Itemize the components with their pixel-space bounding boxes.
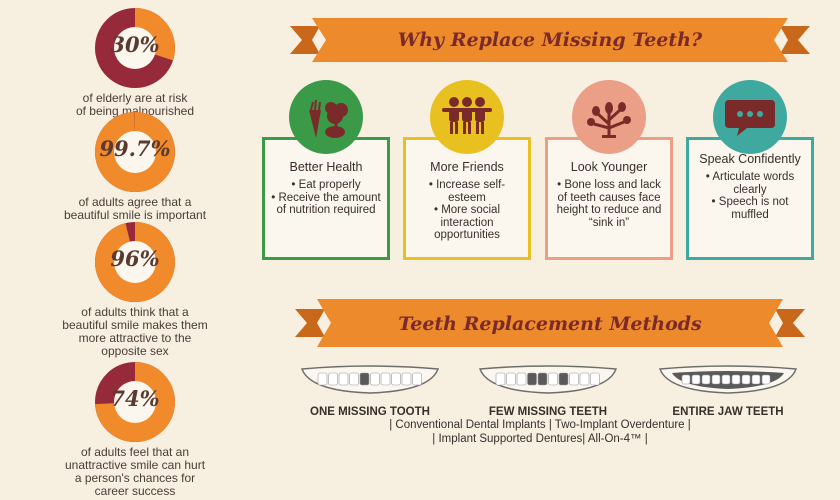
benefit-card-item: • Articulate words clearly: [705, 171, 795, 196]
stat-description-line: career success: [94, 484, 176, 498]
method-label: ONE MISSING TOOTH: [310, 406, 430, 418]
stat-description-line: opposite sex: [101, 344, 169, 358]
stat-description-line: a person's chances for: [74, 471, 196, 485]
benefit-card-title: Look Younger: [570, 160, 648, 174]
why-banner-ribbon: [290, 18, 810, 62]
stat-description-line: beautiful smile is important: [63, 208, 207, 222]
stat-description-line: of adults agree that a: [78, 195, 192, 209]
stat-percent: 96%: [110, 246, 160, 271]
tree-icon: [572, 80, 646, 154]
benefit-card-title: Speak Confidently: [699, 152, 801, 166]
few-missing-teeth-icon: [478, 365, 618, 394]
stat-description-line: of adults feel that an: [80, 445, 190, 459]
why-title: Why Replace Missing Teeth?: [397, 29, 703, 51]
stat-donut-value-arc: [95, 222, 175, 302]
benefit-card-list: • Eat properly• Receive the amount of nu…: [265, 179, 387, 217]
stat-donut: 30%: [55, 8, 215, 88]
benefit-card-item: • Speech is not muffled: [711, 196, 789, 221]
stat-description-line: beautiful smile makes them: [62, 318, 208, 332]
methods-title: Teeth Replacement Methods: [398, 313, 702, 335]
speech-bubble-icon: [713, 80, 787, 154]
benefit-card: Better Health • Eat properly• Receive the…: [262, 137, 390, 260]
techniques-line-2: | Implant Supported Dentures| All-On-4™ …: [432, 433, 648, 445]
method-item: FEW MISSING TEETH: [468, 365, 628, 418]
why-banner: Why Replace Missing Teeth?: [290, 12, 810, 68]
benefit-card-title: More Friends: [430, 160, 504, 174]
stat-percent: 74%: [110, 386, 160, 411]
benefit-card: More Friends • Increase self-esteem• More…: [403, 137, 531, 260]
stat-description-line: of adults think that a: [81, 305, 189, 319]
stat-description-line: of elderly are at risk: [82, 91, 188, 105]
methods-banner: Teeth Replacement Methods: [295, 293, 805, 353]
one-missing-tooth-icon: [300, 365, 440, 394]
stat-description-line: unattractive smile can hurt: [64, 458, 206, 472]
benefit-card-list: • Increase self-esteem• More social inte…: [406, 179, 528, 242]
benefit-card-item: • More social interaction opportunities: [433, 204, 501, 241]
benefit-card-list: • Bone loss and lack of teeth causes fac…: [548, 179, 670, 229]
benefit-card-item: • Bone loss and lack of teeth causes fac…: [556, 179, 662, 229]
method-label: FEW MISSING TEETH: [488, 406, 608, 418]
benefit-card: Speak Confidently • Articulate words clea…: [686, 137, 814, 260]
method-item: ENTIRE JAW TEETH: [648, 365, 808, 418]
stat-percent: 99.7%: [99, 136, 171, 161]
friends-icon: [430, 80, 504, 154]
stat-donut: 99.7%: [55, 112, 215, 192]
stat-description-line: more attractive to the: [78, 331, 192, 345]
stat-description-line: of being malnourished: [75, 104, 195, 118]
benefit-card-item: • Receive the amount of nutrition requir…: [271, 191, 381, 217]
methods-banner-ribbon: [295, 299, 805, 347]
techniques-line-1: | Conventional Dental Implants | Two-Imp…: [389, 419, 691, 431]
vegetables-icon: [289, 80, 363, 154]
benefit-card-list: • Articulate words clearly• Speech is no…: [689, 171, 811, 221]
techniques-list: | Conventional Dental Implants | Two-Imp…: [300, 418, 780, 446]
stat-donut-value-arc: [95, 8, 175, 88]
stat-donut: 96%: [55, 222, 215, 302]
benefit-card: Look Younger • Bone loss and lack of teet…: [545, 137, 673, 260]
stat-donut: 74%: [55, 362, 215, 442]
entire-jaw-teeth-icon: [658, 365, 798, 394]
benefit-card-item: • Increase self-esteem: [428, 179, 506, 204]
benefit-card-item: • Eat properly: [291, 179, 361, 191]
stat-donut-value-arc: [95, 112, 175, 192]
stat-percent: 30%: [110, 32, 160, 57]
method-label: ENTIRE JAW TEETH: [672, 406, 784, 418]
benefit-card-title: Better Health: [289, 160, 363, 174]
stat-donut-value-arc: [95, 362, 175, 442]
method-item: ONE MISSING TOOTH: [290, 365, 450, 418]
